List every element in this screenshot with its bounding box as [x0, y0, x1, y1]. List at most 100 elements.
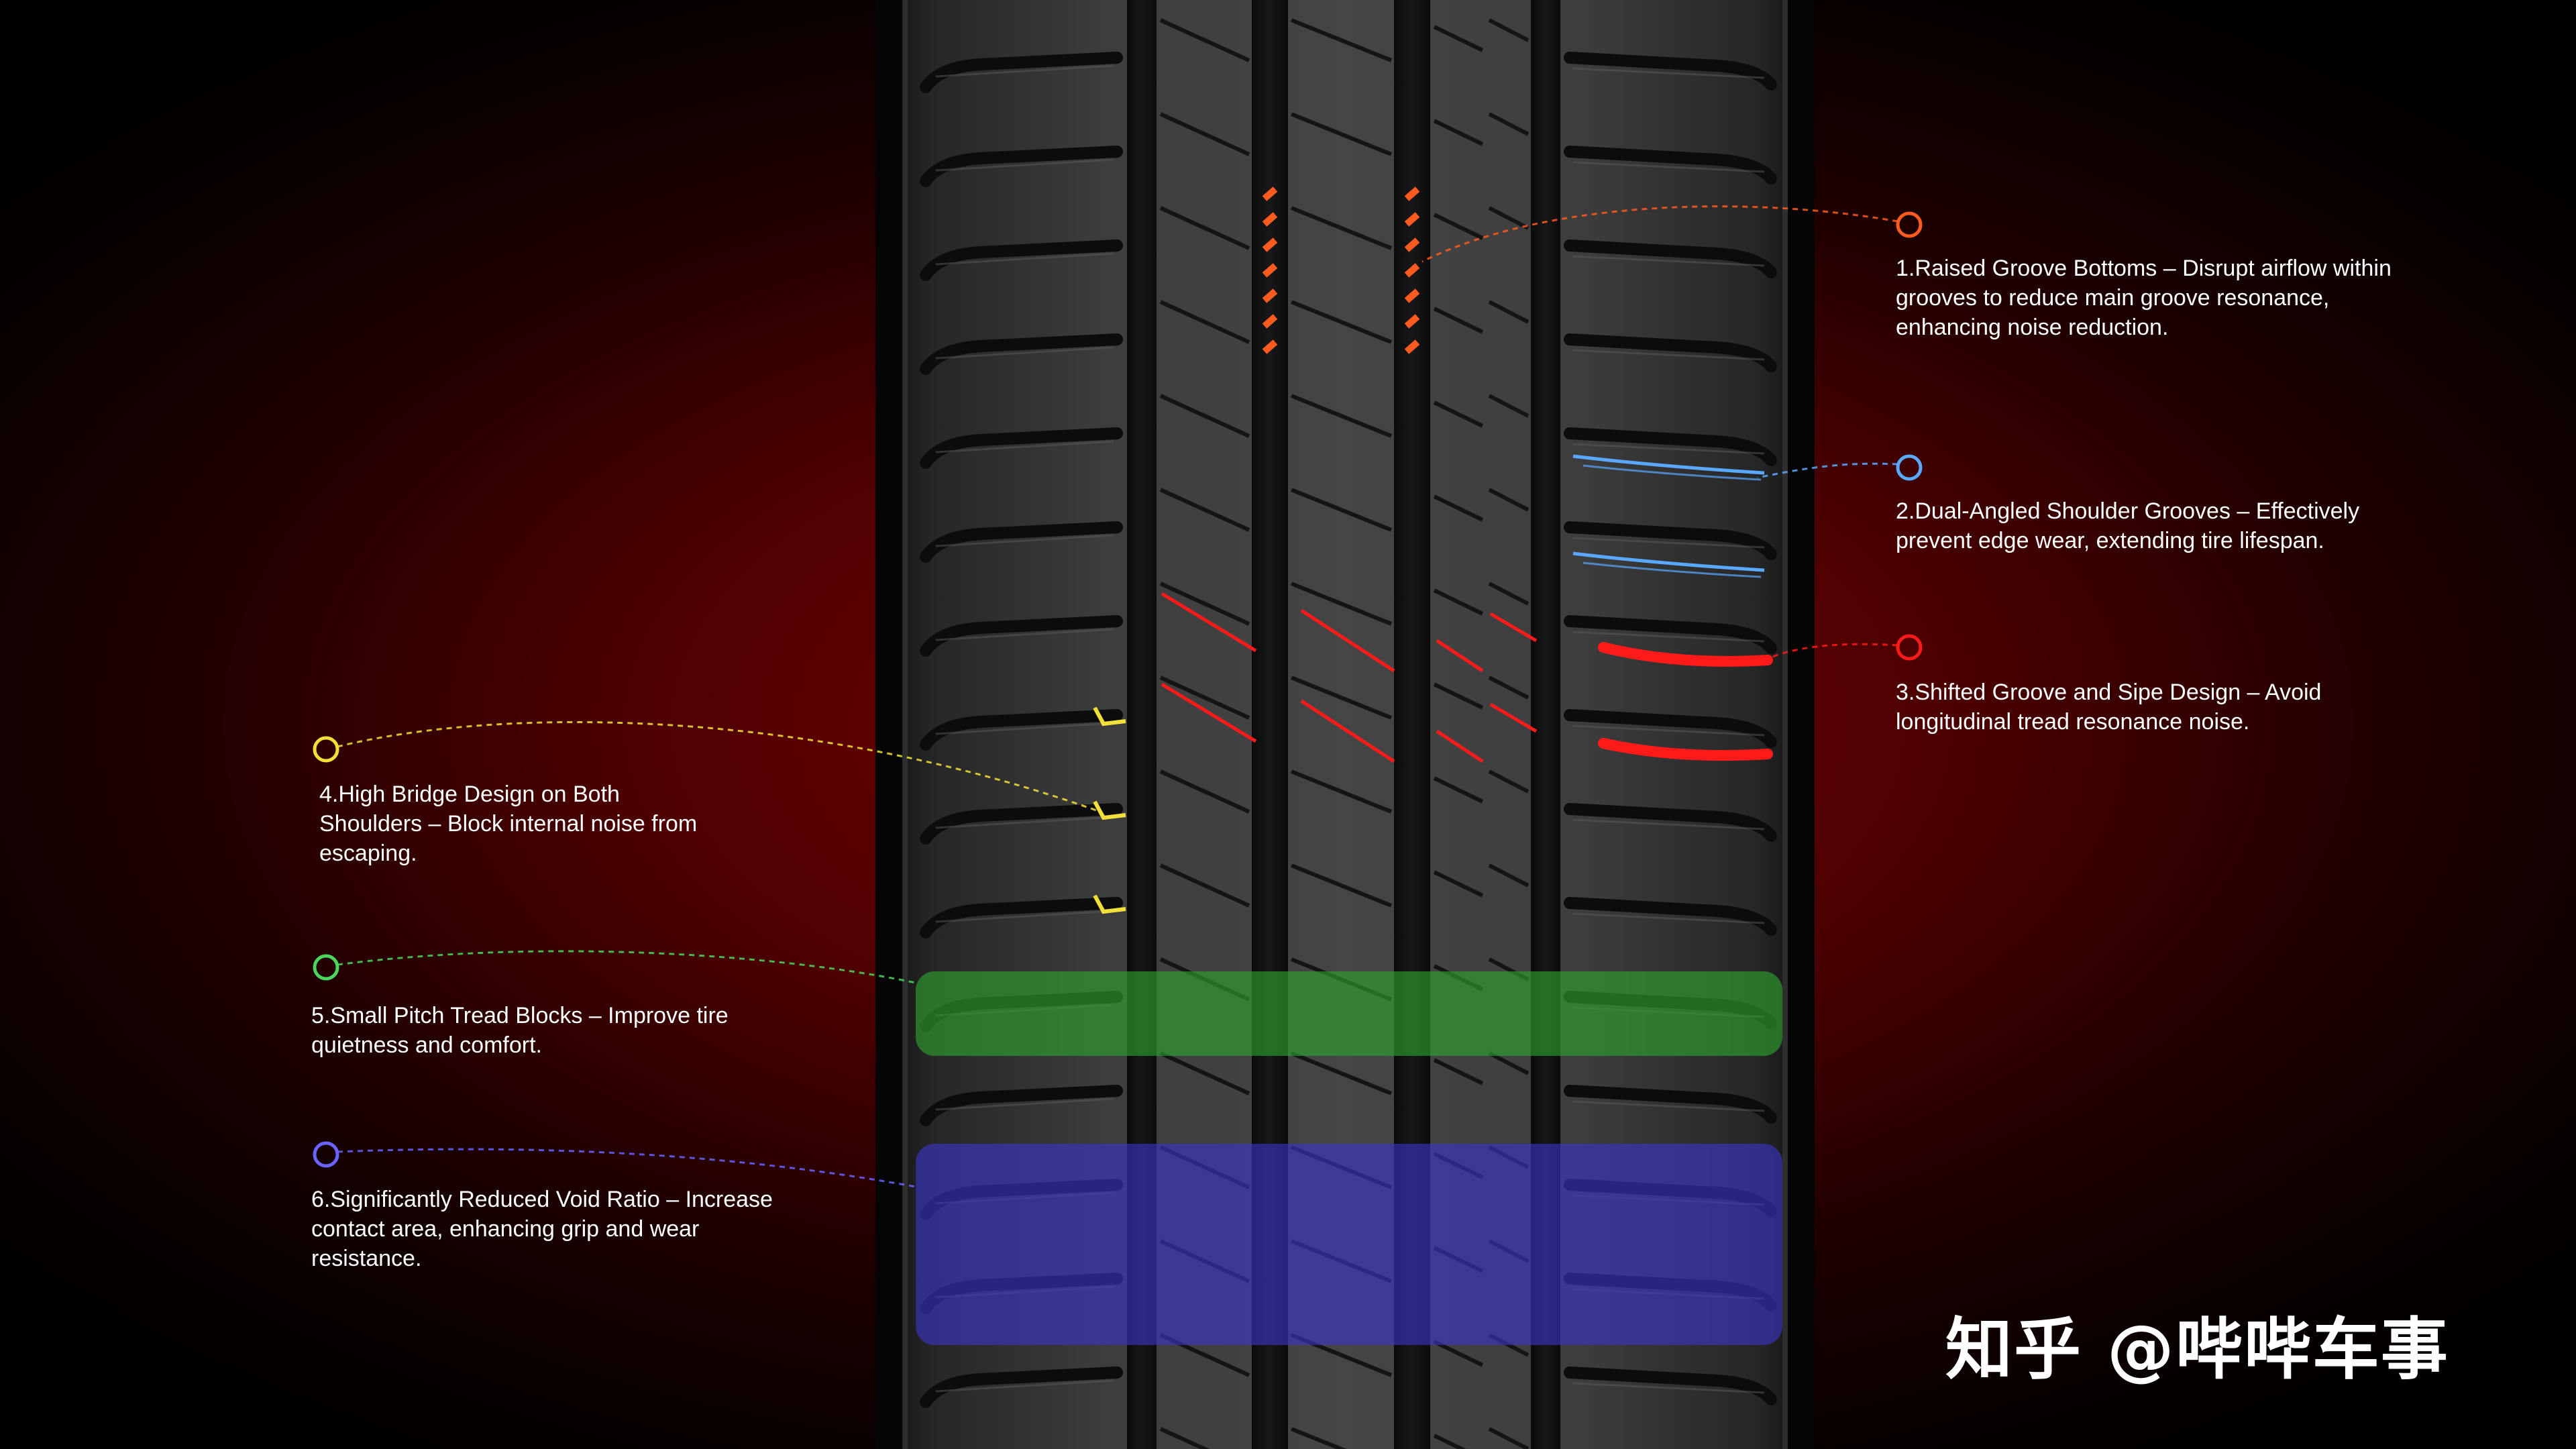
rib-sipe — [1488, 1051, 1529, 1075]
rib-sipe — [1488, 112, 1529, 136]
rib-sipe — [1433, 494, 1484, 522]
raised-groove-mark — [1262, 263, 1278, 278]
annotation-raised-groove-bottoms: 1.Raised Groove Bottoms – Disrupt airflo… — [1896, 256, 2392, 340]
rib-sipe — [1488, 488, 1529, 512]
rib-sipe — [1433, 588, 1484, 616]
tire-left-edge — [875, 0, 902, 1449]
rib-sipe — [1159, 676, 1250, 720]
rib-sipe — [1488, 676, 1529, 700]
shoulder-groove-left — [920, 427, 1123, 469]
shoulder-groove-left — [920, 239, 1123, 281]
rib-sipe — [1433, 307, 1484, 334]
shoulder-groove-left — [920, 521, 1123, 563]
shifted-groove-mark — [1598, 738, 1773, 761]
rib-sipe — [1433, 25, 1484, 52]
annotation-shifted-groove-sipe: 3.Shifted Groove and Sipe Design – Avoid… — [1896, 680, 2322, 735]
rib-sipe — [1290, 18, 1393, 62]
rib-sipe — [1433, 870, 1484, 898]
rib-sipe — [1488, 1427, 1529, 1449]
rib-sipe — [1159, 1427, 1210, 1449]
rib-sipe — [1488, 769, 1529, 794]
raised-groove-mark — [1262, 212, 1278, 227]
dual-angled-groove-mark — [1572, 551, 1765, 572]
shoulder-groove-right — [1564, 52, 1777, 91]
shifted-sipe-mark — [1436, 729, 1484, 763]
rib-sipe — [1159, 112, 1250, 156]
high-bridge-mark — [1093, 894, 1126, 914]
shoulder-groove-right — [1564, 615, 1777, 654]
raised-groove-mark — [1404, 339, 1420, 354]
rib-sipe — [1159, 300, 1250, 344]
void-ratio-highlight — [916, 1144, 1782, 1345]
rib-sipe — [1433, 213, 1484, 240]
rib-sipe — [1159, 582, 1250, 626]
marker-circle-high-bridge-design — [313, 736, 339, 763]
shifted-sipe-mark — [1436, 639, 1484, 673]
shoulder-groove-right — [1564, 521, 1777, 560]
shoulder-groove-right — [1564, 239, 1777, 278]
leader-line-small-pitch-tread-blocks — [337, 950, 916, 984]
annotation-high-bridge-design: 4.High Bridge Design on Both Shoulders –… — [319, 782, 698, 866]
rib-sipe — [1290, 488, 1393, 532]
rib-sipe — [1159, 18, 1250, 62]
rib-sipe — [1488, 863, 1529, 888]
rib-sipe — [1433, 119, 1484, 146]
rib-sipe — [1290, 394, 1393, 438]
dual-angled-groove-mark — [1572, 454, 1765, 475]
rib-sipe — [1290, 206, 1393, 250]
rib-sipe — [1433, 682, 1484, 710]
rib-sipe — [1290, 769, 1393, 814]
leader-line-dual-angled-shoulder-grooves — [1757, 462, 1898, 479]
shoulder-groove-left — [920, 709, 1123, 751]
rib-sipe — [1159, 863, 1250, 908]
rib-sipe — [1488, 18, 1529, 42]
rib-sipe — [1488, 206, 1529, 230]
rib-sipe — [1290, 582, 1393, 626]
raised-groove-mark — [1262, 237, 1278, 252]
shoulder-groove-right — [1564, 803, 1777, 842]
raised-groove-mark — [1404, 186, 1420, 201]
raised-groove-mark — [1404, 288, 1420, 303]
rib-sipe — [1433, 776, 1484, 804]
rib-sipe — [1488, 300, 1529, 324]
marker-circle-raised-groove-bottoms — [1896, 211, 1923, 238]
leader-line-shifted-groove-sipe — [1768, 643, 1898, 660]
annotation-dual-angled-shoulder-grooves: 2.Dual-Angled Shoulder Grooves – Effecti… — [1896, 498, 2360, 553]
shifted-sipe-mark — [1489, 702, 1538, 733]
shifted-sipe-mark — [1489, 612, 1538, 643]
shifted-sipe-mark — [1161, 682, 1257, 743]
shoulder-groove-left — [920, 1085, 1123, 1126]
high-bridge-mark — [1093, 706, 1126, 727]
shoulder-groove-left — [920, 52, 1123, 93]
shoulder-groove-right — [1564, 1366, 1777, 1405]
rib-sipe — [1433, 1058, 1484, 1085]
marker-circle-shifted-groove-sipe — [1896, 634, 1923, 661]
rib-sipe — [1159, 488, 1250, 532]
leader-line-raised-groove-bottoms — [1421, 205, 1898, 263]
raised-groove-mark — [1262, 314, 1278, 329]
raised-groove-mark — [1404, 237, 1420, 252]
rib-sipe — [1290, 112, 1393, 156]
rib-sipe — [1159, 1051, 1250, 1095]
raised-groove-mark — [1262, 339, 1278, 354]
rib-sipe — [1290, 863, 1393, 908]
shoulder-groove-left — [920, 803, 1123, 845]
raised-groove-mark — [1404, 263, 1420, 278]
shoulder-groove-left — [920, 333, 1123, 375]
shoulder-groove-right — [1564, 897, 1777, 936]
annotation-small-pitch-tread-blocks: 5.Small Pitch Tread Blocks – Improve tir… — [311, 1003, 729, 1058]
marker-circle-reduced-void-ratio — [313, 1141, 339, 1168]
shoulder-groove-left — [920, 897, 1123, 938]
shoulder-groove-left — [920, 146, 1123, 187]
shifted-sipe-mark — [1161, 592, 1257, 653]
high-bridge-mark — [1093, 800, 1126, 820]
rib-sipe — [1488, 394, 1529, 418]
rib-sipe — [1159, 206, 1250, 250]
raised-groove-mark — [1404, 314, 1420, 329]
raised-groove-mark — [1262, 288, 1278, 303]
shoulder-groove-left — [920, 615, 1123, 657]
small-pitch-highlight — [916, 971, 1782, 1056]
watermark: 知乎 @哔哔车事 — [1945, 1310, 2449, 1389]
leader-line-high-bridge-design — [337, 720, 1101, 813]
shoulder-groove-left — [920, 1366, 1123, 1408]
